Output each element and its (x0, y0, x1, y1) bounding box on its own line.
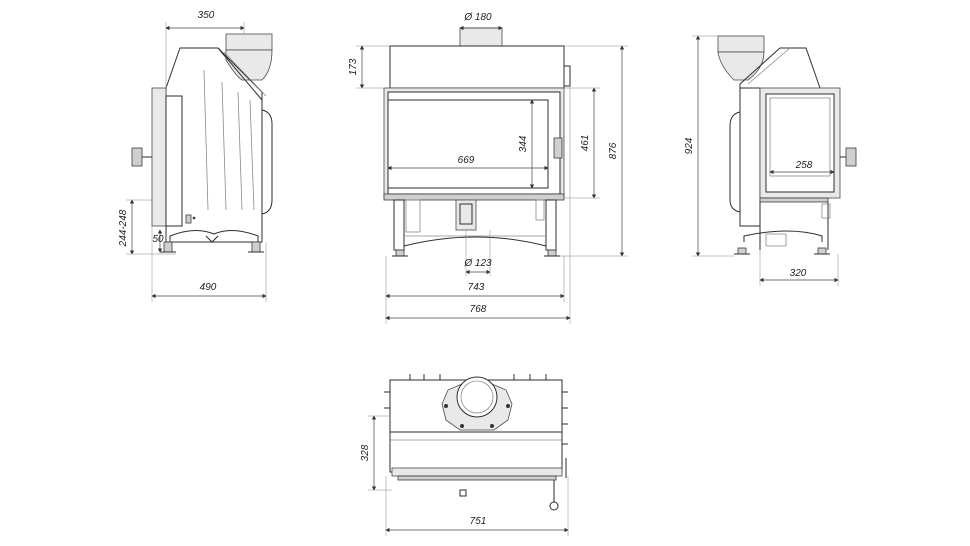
front-view (383, 27, 571, 257)
right-glass (765, 93, 835, 193)
dim-344: 344 (518, 135, 529, 152)
dim-258: 258 (795, 160, 813, 171)
dim-d123: Ø 123 (463, 258, 492, 269)
dim-490: 490 (200, 282, 217, 293)
side-door-frame (151, 87, 167, 227)
dim-669: 669 (458, 155, 475, 166)
side-flue-pipe (225, 33, 273, 51)
dim-50: 50 (152, 234, 164, 245)
side-view-right (717, 35, 857, 255)
front-flue (459, 27, 503, 47)
front-upper-body (389, 45, 565, 89)
dim-743: 743 (468, 282, 485, 293)
right-flue-pipe (717, 35, 765, 53)
top-flue-opening (456, 376, 498, 418)
right-door-handle (845, 147, 857, 167)
dim-751: 751 (470, 516, 487, 527)
dim-320: 320 (790, 268, 807, 279)
front-glass (387, 99, 549, 189)
front-view-dimensions: Ø 180 173 669 344 461 876 Ø 123 743 768 (348, 12, 628, 324)
top-view-dimensions: 328 751 (360, 415, 569, 536)
dim-173: 173 (348, 58, 359, 75)
dim-768: 768 (470, 304, 487, 315)
dim-244-248: 244-248 (118, 209, 129, 247)
dim-350: 350 (198, 10, 215, 21)
dim-876: 876 (608, 142, 619, 159)
side-view-left (131, 33, 273, 253)
side-door-handle (131, 147, 143, 167)
side-view-dimensions: 350 490 244-248 50 (118, 10, 267, 302)
top-view (384, 374, 568, 511)
dim-924: 924 (684, 137, 695, 154)
front-door-handle (553, 137, 563, 159)
right-body (739, 47, 821, 92)
dim-461: 461 (580, 135, 591, 152)
dim-d180: Ø 180 (463, 12, 492, 23)
right-view-dimensions: 924 258 320 (684, 35, 839, 286)
dim-328: 328 (360, 444, 371, 461)
